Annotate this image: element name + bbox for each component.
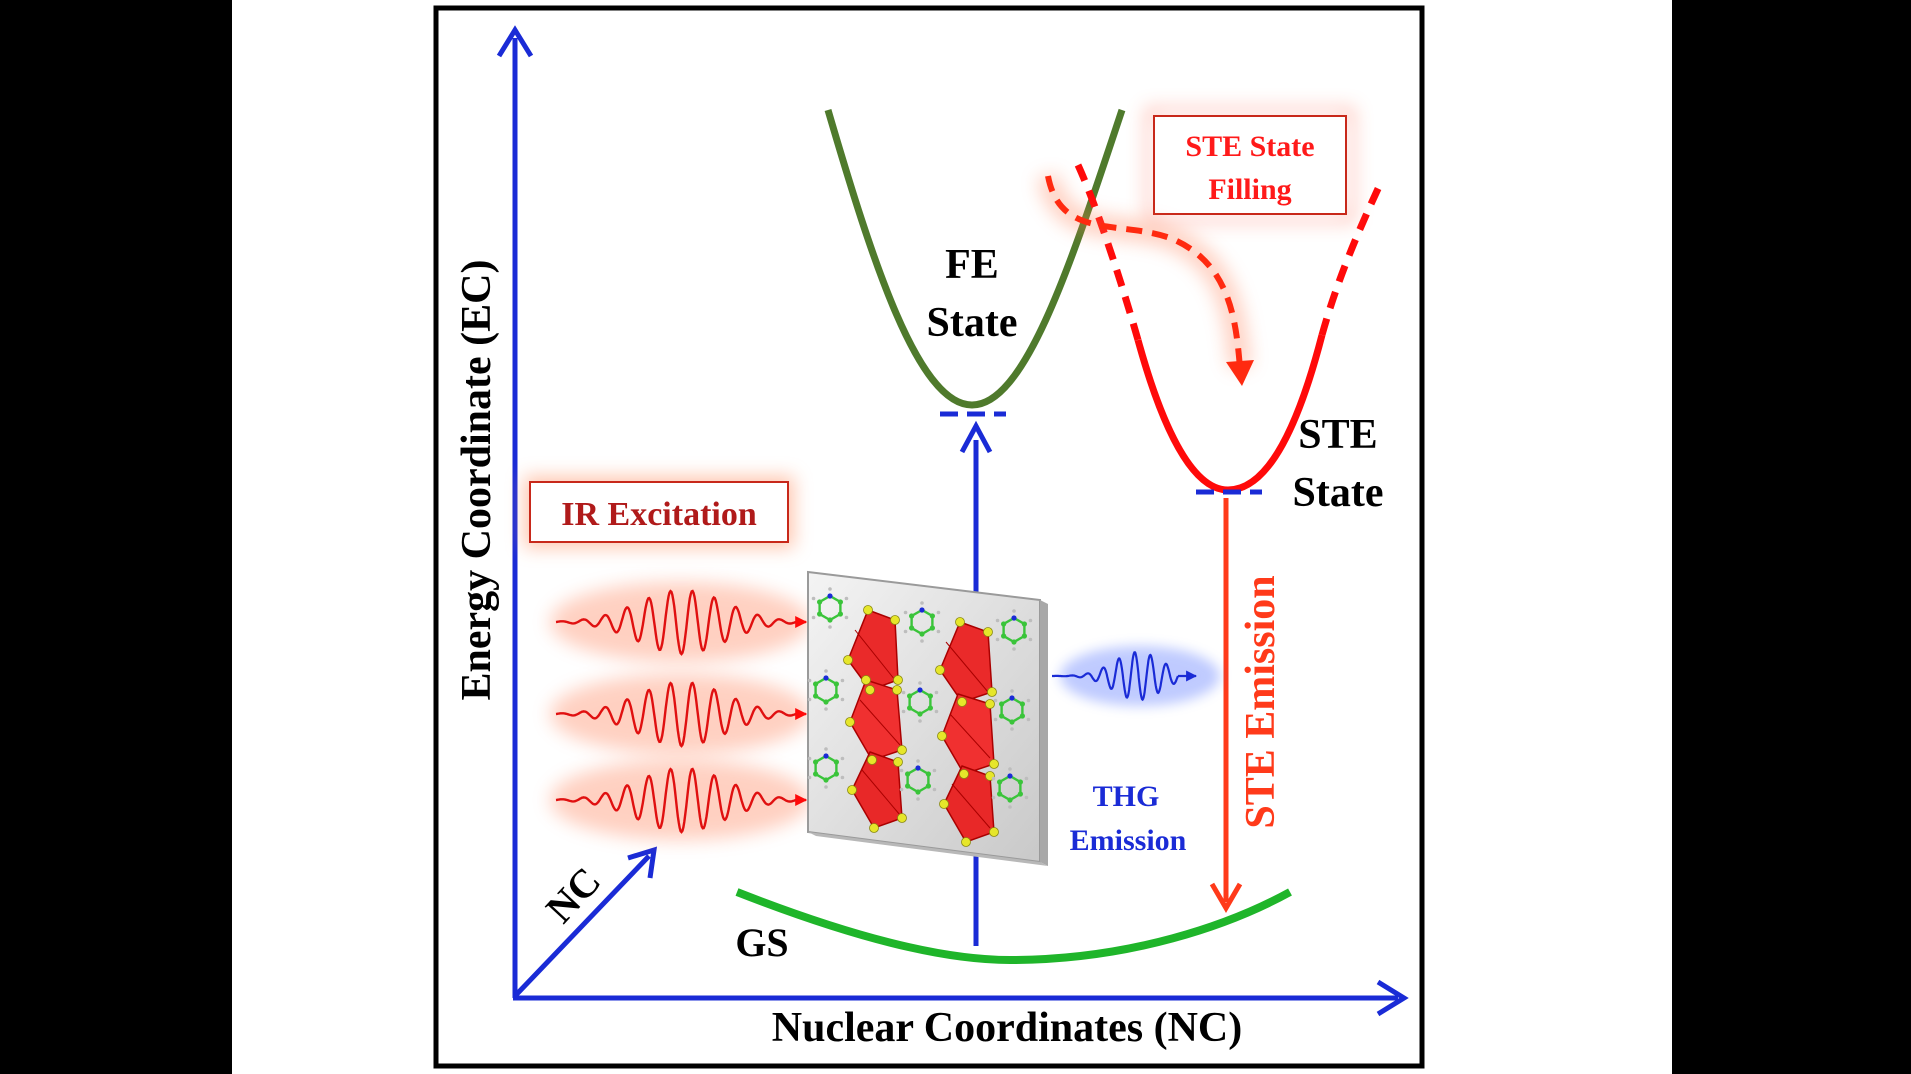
halide-atom [890,615,900,625]
halide-atom [897,813,907,823]
fe-label: FE [945,242,999,288]
ir-wave-packet [550,760,810,840]
halide-atom [955,617,965,627]
ste-emission-label: STE Emission [1238,575,1284,828]
y-axis-label: Energy Coordinate (EC) [454,260,500,701]
halide-atom [867,755,877,765]
halide-atom [847,785,857,795]
thg-label: THG [1093,780,1160,813]
pyridinium-ring [993,689,1031,731]
pyridinium-rings [807,587,1033,809]
pyridinium-ring [903,601,941,643]
octahedra-chain-right [939,621,995,843]
ste-state-label: State [1293,470,1384,516]
halide-atom [935,665,945,675]
y-axis-arrowhead [496,25,534,58]
z-axis [513,854,651,998]
halide-atom [865,685,875,695]
octahedra-chain-left [847,609,903,829]
ste-filling-line1: STE State [1185,130,1314,163]
pyridinium-ring [807,669,845,711]
fe-state-curve [824,108,1126,409]
ir-wave-group [550,582,810,840]
halide-atom [959,769,969,779]
halide-atom [957,697,967,707]
halide-atom [987,687,997,697]
crystal-atoms [843,605,999,847]
halide-atom [897,745,907,755]
ir-wave-packet [550,582,810,662]
pyridinium-ring [899,759,937,801]
thg-emission-label: Emission [1070,824,1187,857]
pyridinium-ring [811,587,849,629]
crystal-structure-panel [807,570,1048,866]
halide-atom [843,655,853,665]
ste-state-curve-dotted-right [1318,178,1386,336]
thg-wave-packet [1052,646,1220,706]
halide-atom [983,627,993,637]
halide-atom [989,827,999,837]
white-background [232,0,1672,1074]
filling-arrow [1037,173,1254,386]
halide-atom [939,799,949,809]
halide-atom [869,823,879,833]
gs-label: GS [735,920,788,965]
ste-label: STE [1298,412,1377,458]
ste-state-curve-dotted-left [1074,163,1142,341]
ir-wave-packet [550,674,810,754]
z-axis-arrowhead [627,846,658,879]
pyridinium-ring [995,609,1033,651]
gs-curve [735,888,1292,965]
x-axis-arrowhead [1376,979,1409,1017]
fe-state-label: State [927,300,1018,346]
x-axis-label: Nuclear Coordinates (NC) [772,1005,1243,1051]
ir-excitation-label: IR Excitation [561,496,757,533]
thg-wave-group [1052,646,1220,706]
halide-atom [892,685,902,695]
halide-atom [961,837,971,847]
halide-atom [845,717,855,727]
excitation-arrowhead [959,420,993,454]
halide-atom [863,605,873,615]
halide-atom [893,675,903,685]
halide-atom [937,731,947,741]
ste-emission-arrowhead [1209,882,1243,913]
pyridinium-ring [901,681,939,723]
axes [496,25,1409,1017]
ste-filling-box: STE State Filling [1146,108,1354,222]
ste-filling-line2: Filling [1208,173,1291,206]
ir-excitation-box: IR Excitation [524,476,794,548]
pyridinium-ring [807,747,845,789]
halide-atom [989,759,999,769]
halide-atom [893,757,903,767]
pyridinium-ring [991,767,1029,809]
halide-atom [985,699,995,709]
diagram-frame [433,5,1425,1069]
halide-atom [861,675,871,685]
